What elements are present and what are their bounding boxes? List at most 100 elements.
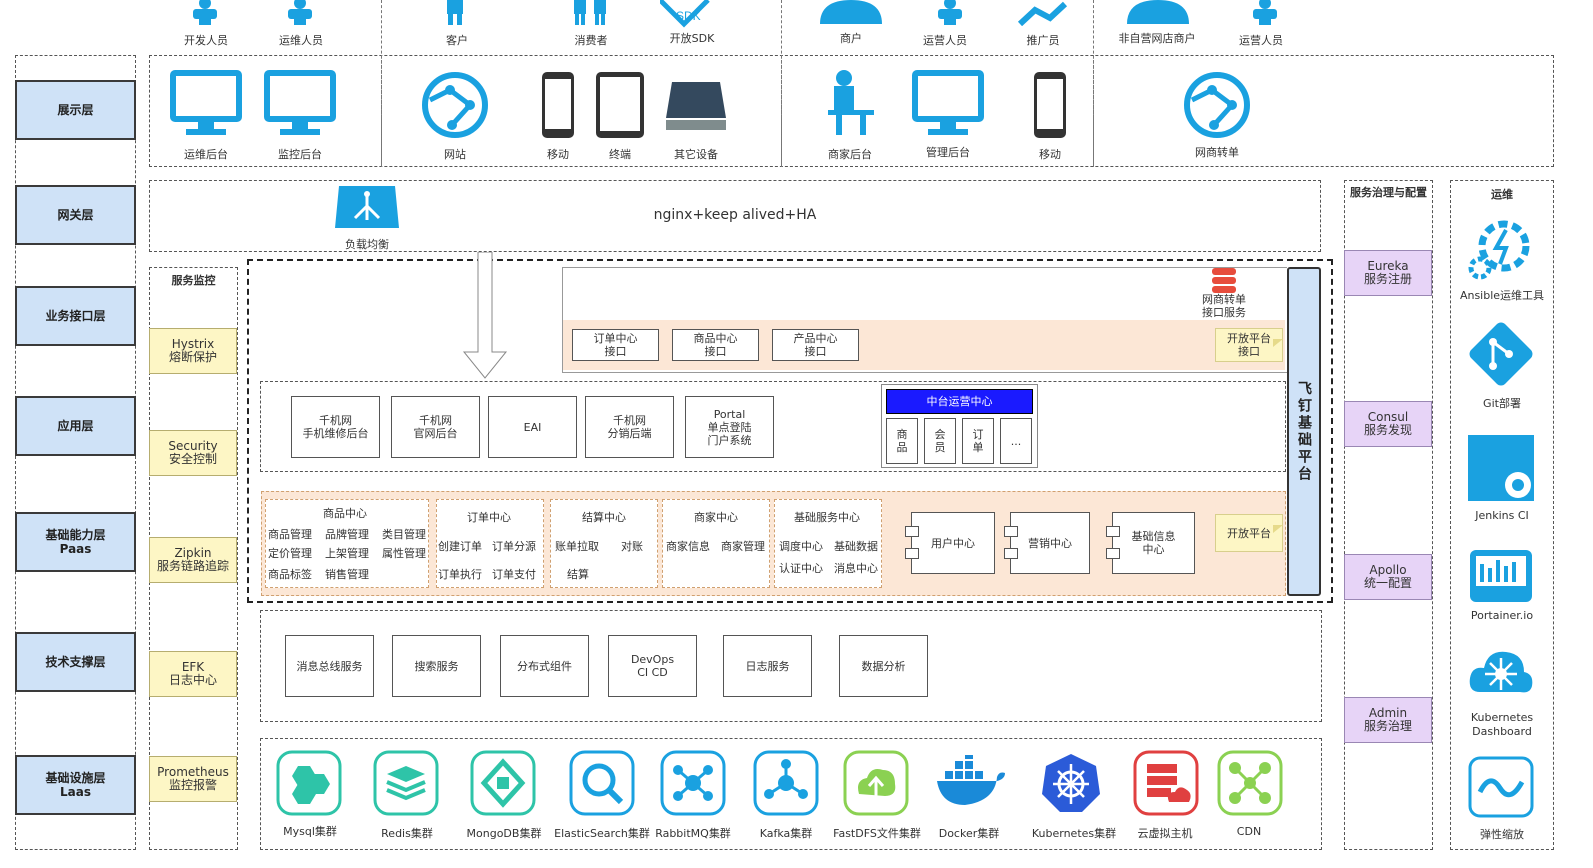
order-item: 订单执行: [438, 568, 482, 581]
base-item: 调度中心: [779, 540, 823, 553]
developer-icon: [193, 0, 217, 25]
cdn-icon: [1217, 750, 1283, 816]
biz-interface-area: [562, 267, 1287, 373]
display-label: 其它设备: [674, 148, 718, 161]
infra-label: Redis集群: [381, 827, 433, 840]
display-label: 终端: [609, 148, 631, 161]
ops-center-group: [881, 384, 1038, 468]
phone-icon: [1034, 72, 1066, 138]
merchant-workstation-icon: [828, 70, 874, 135]
service-stack-icon: [1212, 268, 1236, 293]
service-label: 网商转单接口服务: [1202, 293, 1246, 319]
ops-title: 运维: [1491, 188, 1513, 201]
goods-item: 属性管理: [382, 547, 426, 560]
gateway-text: nginx+keep alived+HA: [653, 207, 817, 223]
ops-column: [1450, 180, 1554, 850]
load-balancer-icon: [335, 186, 399, 228]
monitor-screen-icon: [264, 70, 336, 135]
rabbitmq-icon: [660, 750, 726, 816]
ops-center-title: 中台运营中心: [886, 389, 1033, 414]
base-info-center-box: 基础信息中心: [1112, 512, 1195, 574]
monitor-screen-icon: [912, 70, 984, 135]
infra-label: Kubernetes集群: [1031, 827, 1117, 840]
layer-gateway: 网关层: [15, 185, 136, 245]
ops-label: 弹性缩放: [1480, 828, 1524, 841]
kafka-icon: [753, 750, 819, 816]
display-label: 运维后台: [184, 148, 228, 161]
merchant-icon: [820, 0, 882, 24]
component-port: [905, 548, 919, 559]
monitor-title: 服务监控: [171, 274, 216, 287]
app-distribution-backend: 千机网分销后端: [585, 396, 674, 458]
ops-center-item: 订单: [962, 418, 994, 464]
separator: [1093, 55, 1094, 167]
sdk-text: SDK: [676, 9, 701, 23]
goods-item: 商品标签: [268, 568, 312, 581]
consumer-icon: [574, 0, 606, 25]
role-label: 开放SDK: [669, 32, 715, 45]
base-item: 消息中心: [834, 562, 878, 575]
order-item: 创建订单: [438, 540, 482, 553]
marketing-center-box: 营销中心: [1010, 512, 1090, 574]
infra-label: CDN: [1236, 825, 1262, 838]
display-label: 商家后台: [828, 148, 872, 161]
tech-support-layer: [260, 610, 1322, 722]
role-label: 商户: [840, 32, 862, 45]
component-port: [1004, 526, 1018, 537]
goods-interface-box: 商品中心接口: [672, 329, 759, 361]
mongodb-icon: [470, 750, 536, 816]
app-repair-backend: 千机网手机维修后台: [291, 396, 380, 458]
goods-item: 商品管理: [268, 528, 312, 541]
tablet-icon: [596, 72, 644, 138]
app-layer: [260, 381, 1286, 472]
ops-center-item: ...: [1000, 418, 1032, 464]
ops-center-item: 会员: [924, 418, 956, 464]
role-label: 运营人员: [1239, 34, 1283, 47]
component-port: [1004, 548, 1018, 559]
base-service-group: [774, 499, 882, 588]
governance-column: [1344, 180, 1433, 850]
settle-item: 对账: [621, 540, 643, 553]
infra-label: Mysql集群: [283, 825, 337, 838]
fastdfs-icon: [843, 750, 909, 816]
order-item: 订单分源: [492, 540, 536, 553]
infra-label: Docker集群: [938, 827, 1000, 840]
role-label: 推广员: [1026, 34, 1060, 47]
app-official-backend: 千机网官网后台: [391, 396, 480, 458]
settle-center-title: 结算中心: [582, 511, 626, 524]
product-interface-box: 产品中心接口: [772, 329, 859, 361]
ops-center-item: 商品: [886, 418, 918, 464]
infra-label: RabbitMQ集群: [655, 827, 731, 840]
message-bus-service: 消息总线服务: [285, 635, 374, 697]
device-icon: [666, 82, 726, 130]
third-party-merchant-icon: [1127, 0, 1189, 24]
display-label: 移动: [1039, 148, 1061, 161]
merchant-item: 商家管理: [721, 540, 765, 553]
settle-center-group: [550, 499, 658, 588]
infra-label: Kafka集群: [759, 827, 813, 840]
goods-item: 上架管理: [325, 547, 369, 560]
infra-label: ElasticSearch集群: [554, 827, 650, 840]
goods-item: 销售管理: [325, 568, 369, 581]
gateway-layer: [149, 180, 1321, 252]
goods-item: 品牌管理: [325, 528, 369, 541]
goods-center-group: [265, 499, 429, 588]
distributed-component: 分布式组件: [500, 635, 589, 697]
operator2-icon: [1253, 0, 1277, 25]
merchant-center-group: [662, 499, 770, 588]
open-platform: 开放平台: [1215, 514, 1283, 552]
order-item: 订单支付: [492, 568, 536, 581]
feiding-platform-bar: 飞钉基础平台: [1287, 267, 1321, 596]
role-label: 非自营网店商户: [1118, 32, 1196, 45]
order-interface-box: 订单中心接口: [572, 329, 659, 361]
goods-center-title: 商品中心: [323, 507, 367, 520]
